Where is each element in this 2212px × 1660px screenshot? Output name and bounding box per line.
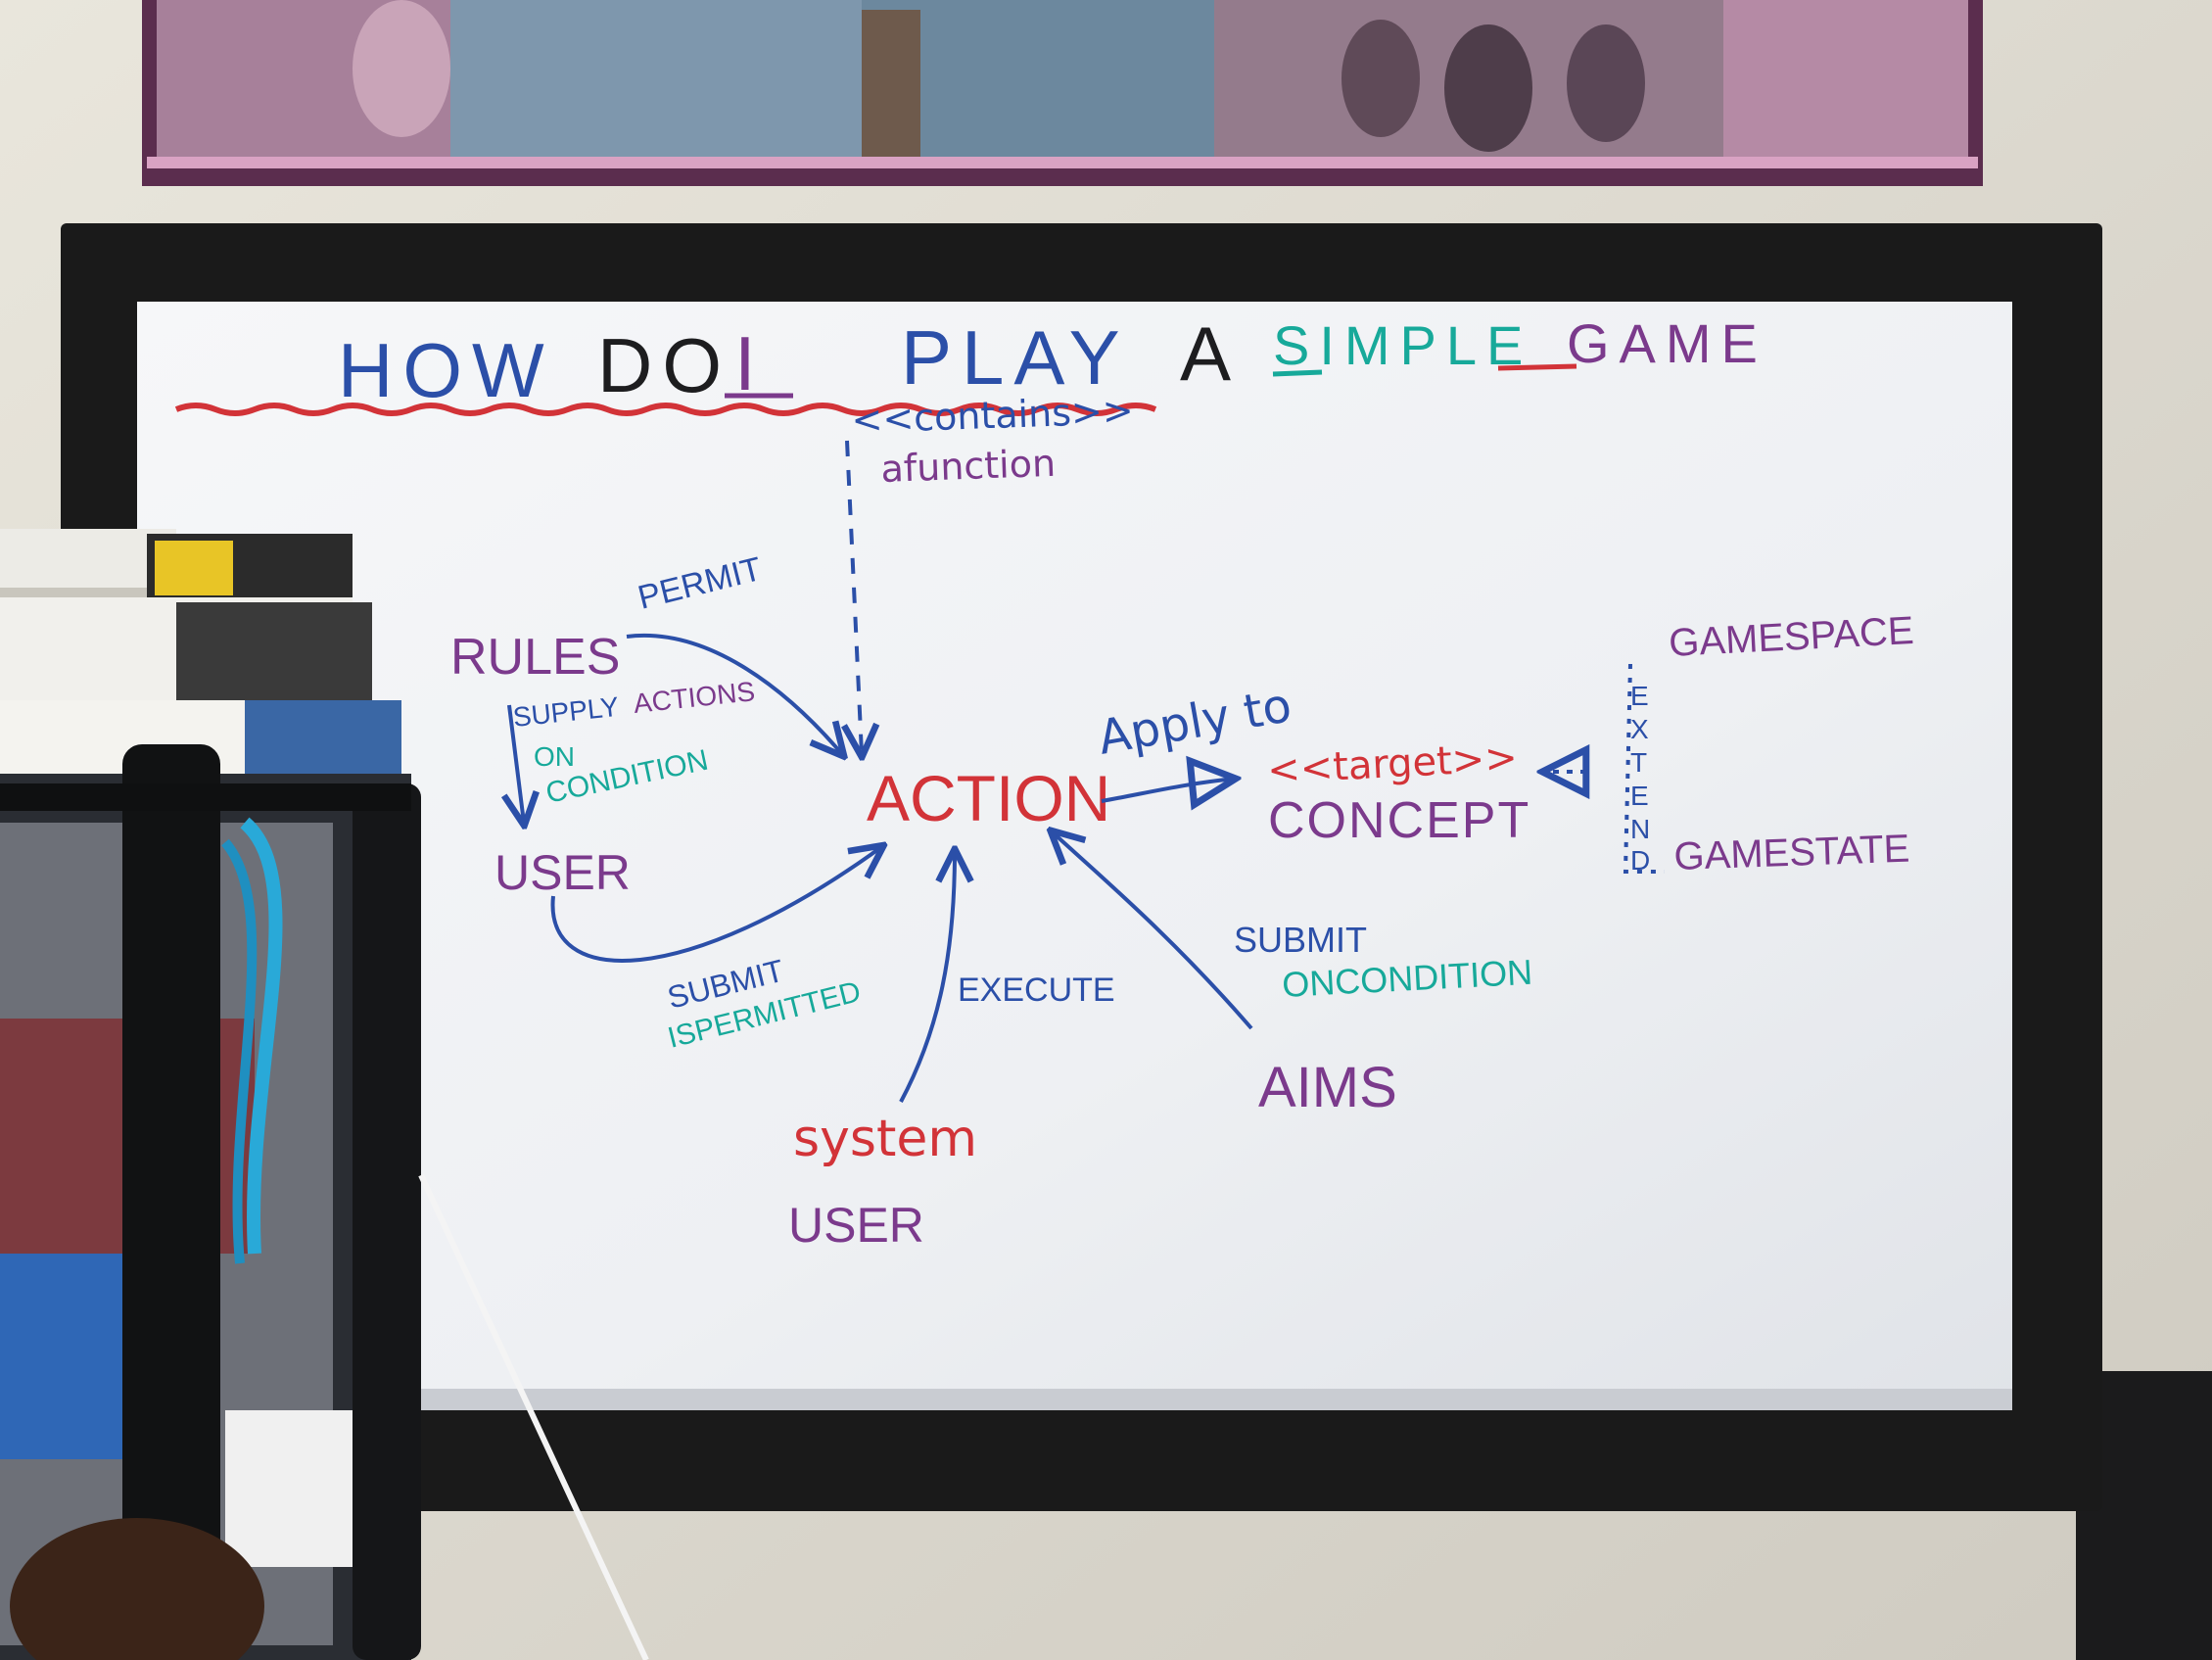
book-stack <box>0 529 401 779</box>
white-cable <box>418 1173 649 1660</box>
extend-vertical-label: E X T E N D <box>1630 681 1650 876</box>
supply-arrow <box>509 704 524 823</box>
extend-bracket <box>1623 663 1665 874</box>
board-title: HOW DO I PLAY A SIMPLE GAME <box>338 310 1767 413</box>
metal-shelf <box>0 744 421 1660</box>
execute-arrow <box>899 852 955 1103</box>
title-a: A <box>1180 310 1241 397</box>
title-do: DO <box>597 322 731 408</box>
system-user-label: USER <box>788 1198 924 1253</box>
contains-function-label: afunction <box>880 442 1057 491</box>
poster <box>142 0 1983 186</box>
extend-letter-e2: E <box>1630 781 1649 811</box>
title-underline-game <box>1497 363 1577 371</box>
aims-submit-arrow <box>1053 832 1253 1030</box>
extend-letter-n: N <box>1630 814 1650 844</box>
extend-letter-e1: E <box>1630 681 1649 711</box>
contains-dashed-arrow <box>847 440 862 754</box>
execute-label: EXECUTE <box>958 972 1115 1009</box>
submit-permitted-arrow <box>550 847 881 963</box>
submit-right-label: SUBMIT <box>1234 920 1367 960</box>
user-label: USER <box>494 845 631 900</box>
title-red-squiggle <box>174 403 1157 416</box>
apply-to-arrow <box>1101 779 1236 801</box>
rules-label: RULES <box>450 629 620 686</box>
title-simple: SIMPLE <box>1273 314 1532 376</box>
extend-letter-d: D <box>1630 845 1650 876</box>
extend-letter-t: T <box>1630 747 1647 778</box>
title-underline-simple <box>1272 369 1323 377</box>
title-how: HOW <box>338 327 554 413</box>
contains-label: <<contains>> <box>851 389 1135 442</box>
extend-letter-x: X <box>1630 714 1649 744</box>
title-game: GAME <box>1567 312 1767 374</box>
aims-label: AIMS <box>1258 1056 1397 1119</box>
permit-arrow <box>626 633 842 754</box>
action-label: ACTION <box>867 762 1110 834</box>
on-label: ON <box>534 741 575 772</box>
concept-label: CONCEPT <box>1268 792 1530 849</box>
title-play: PLAY <box>901 314 1130 401</box>
whiteboard-tray <box>137 1389 2012 1410</box>
gamestate-label: GAMESTATE <box>1673 828 1910 878</box>
title-i: I <box>734 320 766 406</box>
system-label: system <box>793 1110 977 1168</box>
